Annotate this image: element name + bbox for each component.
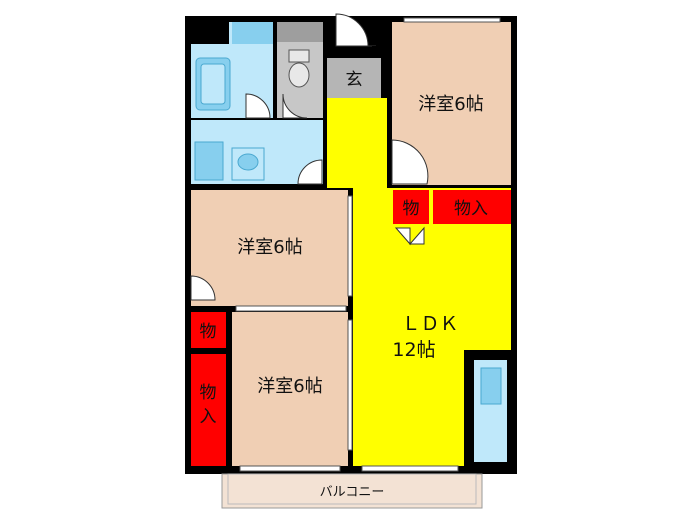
storage-small-w	[191, 312, 226, 348]
ldk-label-line1: ＬＤＫ	[401, 313, 458, 335]
western-room-ne-label: 洋室6帖	[418, 94, 483, 115]
exterior-notch	[322, 0, 385, 16]
storage-small-ne-label: 物	[403, 199, 420, 219]
bath-door-icon	[245, 93, 271, 119]
storage-ne-label: 物入	[454, 199, 488, 219]
storage-ne	[433, 190, 511, 224]
ne-room-door-icon	[391, 139, 429, 185]
western-room-w	[191, 190, 348, 306]
entrance-floor	[327, 58, 381, 98]
western-room-sw-label: 洋室6帖	[257, 376, 322, 397]
washroom-storage	[191, 22, 229, 44]
western-room-sw	[232, 312, 348, 466]
sliding-doors	[235, 17, 501, 472]
balcony-floor	[221, 473, 483, 509]
kitchen-sink-icon	[480, 367, 502, 405]
toilet-door-icon	[282, 93, 308, 119]
w-room-door-icon	[190, 275, 216, 301]
storage-w-label-2: 入	[200, 407, 217, 427]
toilet-tank-area	[277, 22, 323, 42]
washbasin-icon	[194, 141, 224, 181]
storage-small-ne	[393, 190, 429, 224]
washroom-door-icon	[297, 159, 323, 185]
entrance-door-icon	[335, 13, 369, 47]
storage-doors-icon	[394, 226, 425, 246]
toilet-bowl-icon	[288, 62, 310, 88]
storage-w	[191, 354, 226, 466]
ldk-label-line2: 12帖	[392, 339, 435, 361]
entrance-label: 玄	[346, 70, 363, 90]
balcony-label: バルコニー	[320, 485, 385, 500]
storage-w-label-1: 物	[200, 383, 217, 403]
storage-small-w-label: 物	[200, 322, 217, 342]
western-room-w-label: 洋室6帖	[237, 237, 302, 258]
ldk-floor	[327, 98, 387, 188]
bathroom-window-strip	[232, 22, 273, 44]
